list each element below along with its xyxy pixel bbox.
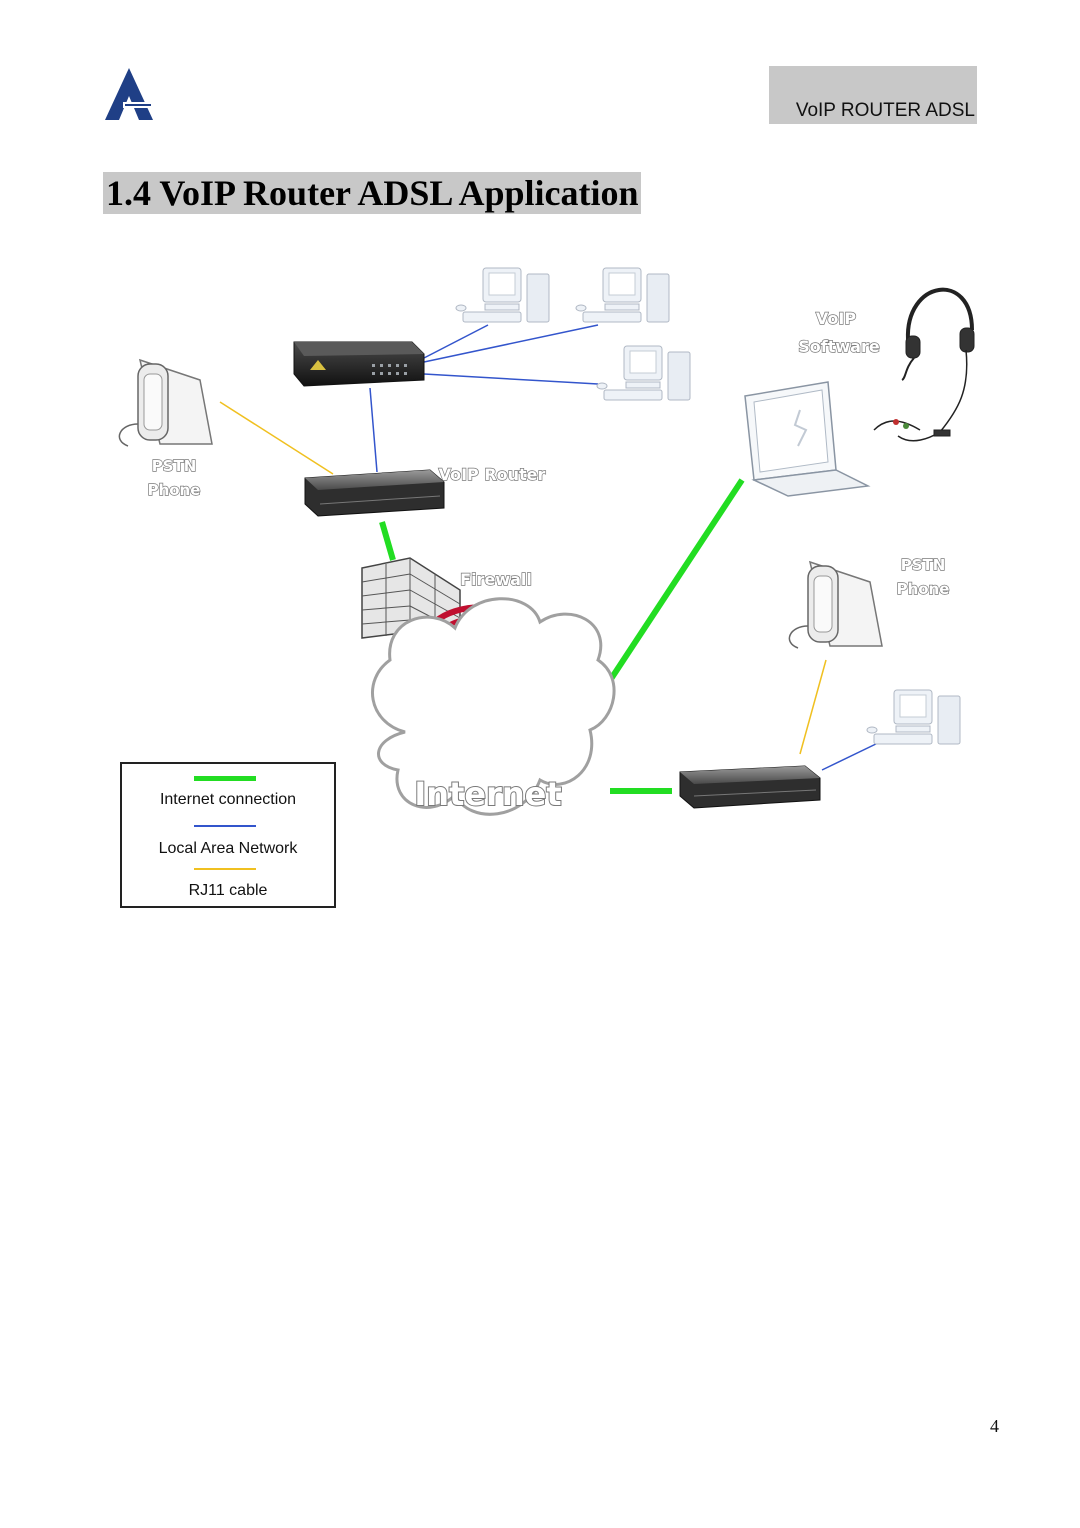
internet-cloud-icon: [371, 597, 616, 816]
telephone-icon: [788, 560, 883, 649]
voip-software-label-line1: VoIP: [816, 309, 856, 328]
telephone-icon: [118, 358, 213, 447]
pstn-phone-left-label-line2: Phone: [148, 481, 201, 499]
legend-swatch-internet-connection: [194, 776, 256, 781]
computer-icon: [455, 267, 550, 323]
lan-lines: [369, 324, 881, 771]
section-title: 1.4 VoIP Router ADSL Application: [103, 172, 642, 214]
pstn-phone-right-label-line1: PSTN: [901, 556, 946, 574]
internet-line-router-firewall: [379, 521, 396, 561]
computer-icon: [866, 689, 961, 745]
pstn-phone-left-label-line1: PSTN: [152, 457, 197, 475]
page-number: 4: [990, 1416, 999, 1436]
network-diagram: VoIP Software PSTN Phone VoIP Router Fir…: [118, 267, 975, 816]
lan-line-switch-pc3: [423, 373, 599, 385]
voip-router-icon: [304, 469, 445, 517]
lan-line-router2-pc: [821, 741, 881, 771]
header-tab-label: VoIP ROUTER ADSL: [795, 100, 975, 121]
computer-icon: [575, 267, 670, 323]
internet-label: Internet: [414, 775, 561, 813]
router-icon: [679, 765, 821, 809]
legend-swatch-rj11-cable: [194, 868, 256, 870]
diagram-legend: Internet connection Local Area Network R…: [120, 762, 336, 908]
lan-line-switch-pc1: [423, 324, 489, 359]
lan-line-switch-pc2: [423, 324, 599, 363]
laptop-icon: [744, 381, 871, 497]
header-tab: VoIP ROUTER ADSL: [769, 66, 977, 124]
voip-router-label: VoIP Router: [439, 465, 546, 484]
legend-swatch-local-area-network: [194, 825, 256, 827]
legend-label-rj11-cable: RJ11 cable: [188, 882, 268, 899]
legend-label-internet-connection: Internet connection: [159, 791, 297, 808]
rj11-lines: [219, 401, 827, 755]
headset-icon: [873, 287, 975, 442]
rj11-line-left-phone: [219, 401, 334, 475]
lan-line-switch-router: [369, 387, 378, 473]
voip-software-label-line2: Software: [798, 337, 880, 356]
firewall-label: Firewall: [460, 570, 532, 589]
rj11-line-right-phone: [799, 659, 827, 755]
atlantis-logo-icon: [105, 68, 153, 120]
network-switch-icon: [293, 341, 425, 387]
pstn-phone-right-label-line2: Phone: [897, 580, 950, 598]
legend-label-local-area-network: Local Area Network: [158, 840, 298, 857]
computer-icon: [596, 345, 691, 401]
